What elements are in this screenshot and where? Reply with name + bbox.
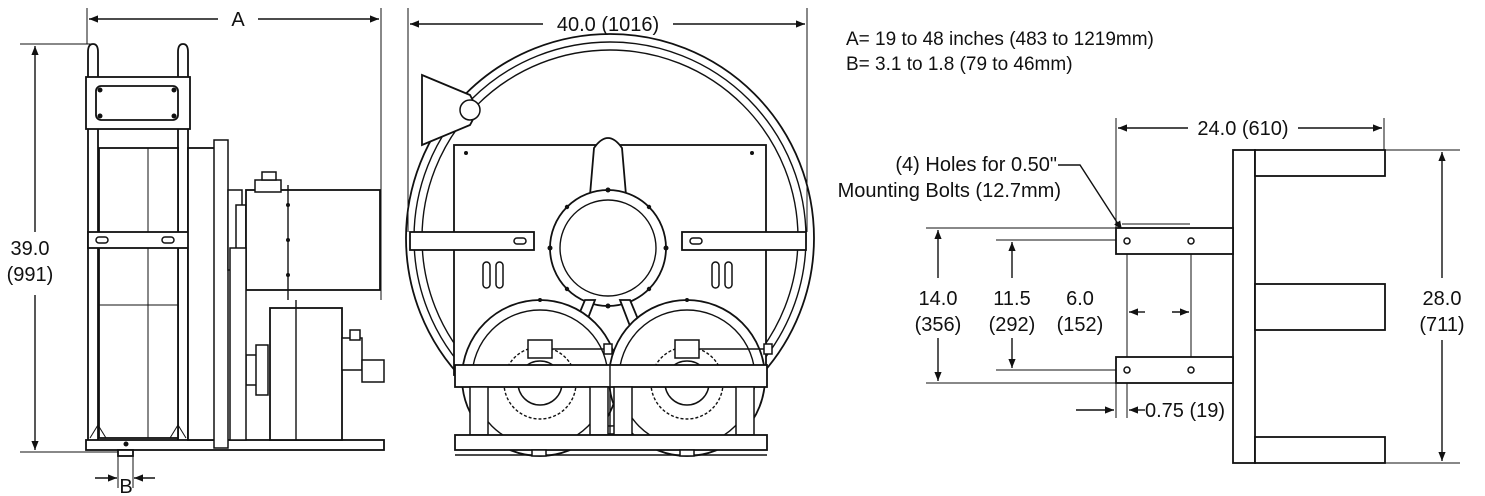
- front-width-label: 40.0 (1016): [557, 14, 659, 36]
- height-label-inches: 39.0: [11, 238, 50, 260]
- dimension-b-label: B: [119, 476, 132, 496]
- dim-14-mm: (356): [915, 314, 962, 336]
- holes-callout: (4) Holes for 0.50" Mounting Bolts (12.7…: [838, 154, 1123, 231]
- dimension-height-39: 39.0 (991): [7, 46, 54, 450]
- dim-11-5-mm: (292): [989, 314, 1036, 336]
- dim-6-mm: (152): [1057, 314, 1104, 336]
- dimension-b: B: [95, 474, 155, 496]
- dim-11-5-inches: 11.5: [993, 288, 1030, 310]
- dimension-6: 6.0 (152): [1057, 288, 1189, 336]
- dim-28-mm: (711): [1419, 314, 1464, 336]
- side-view: A 39.0 (991) B: [7, 8, 385, 496]
- dim-14-inches: 14.0: [919, 288, 958, 310]
- dimension-11-5: 11.5 (292): [989, 242, 1036, 368]
- dimension-a: A: [89, 9, 379, 31]
- dimension-28: 28.0 (711): [1419, 152, 1465, 461]
- base-frame: [1115, 149, 1386, 464]
- dim-6-inches: 6.0: [1066, 288, 1094, 310]
- note-dimension-b: B= 3.1 to 1.8 (79 to 46mm): [846, 54, 1073, 75]
- dimension-width-40: 40.0 (1016): [410, 14, 805, 36]
- front-view: 40.0 (1016): [405, 8, 815, 457]
- dimension-depth-24: 24.0 (610): [1118, 118, 1382, 140]
- dim-28-inches: 28.0: [1423, 288, 1462, 310]
- depth-label: 24.0 (610): [1197, 118, 1288, 140]
- note-dimension-a: A= 19 to 48 inches (483 to 1219mm): [846, 29, 1154, 50]
- dim-0-75-label: 0.75 (19): [1145, 400, 1225, 422]
- dimension-a-label: A: [231, 9, 245, 31]
- holes-label-line-2: Mounting Bolts (12.7mm): [838, 180, 1061, 202]
- dimension-14: 14.0 (356): [915, 230, 962, 381]
- dimension-0-75: 0.75 (19): [1076, 400, 1225, 422]
- base-view: 24.0 (610) (4) Holes for 0.50" Mounting …: [838, 118, 1465, 464]
- side-frame: [85, 43, 385, 457]
- height-label-mm: (991): [7, 264, 54, 286]
- notes: A= 19 to 48 inches (483 to 1219mm) B= 3.…: [846, 29, 1154, 75]
- holes-label-line-1: (4) Holes for 0.50": [895, 154, 1057, 176]
